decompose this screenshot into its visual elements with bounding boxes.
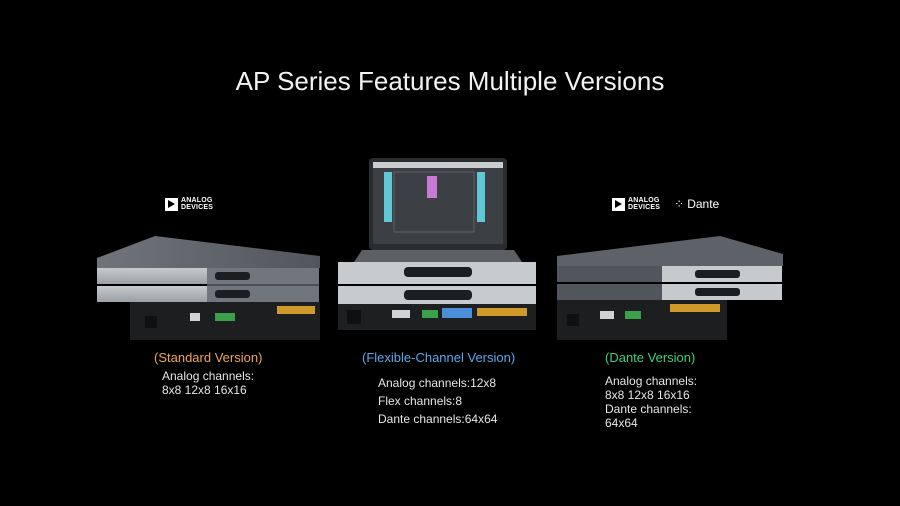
dante-text: Dante: [687, 197, 720, 211]
standard-version-specs: Analog channels: 8x8 12x8 16x16: [162, 369, 254, 397]
analog-devices-icon: [165, 197, 178, 211]
standard-version-caption: (Standard Version): [154, 350, 263, 365]
dante-version-specs: Analog channels: 8x8 12x8 16x16 Dante ch…: [605, 374, 697, 430]
adi-line2: DEVICES: [628, 204, 661, 211]
flexible-device-image: [338, 158, 536, 330]
adi-line2: DEVICES: [181, 204, 214, 211]
page-title: AP Series Features Multiple Versions: [235, 66, 665, 96]
analog-devices-logo-right: ANALOG DEVICES ⁘ Dante: [612, 197, 719, 211]
analog-devices-logo-left: ANALOG DEVICES: [165, 197, 213, 211]
spec-line: Analog channels:12x8: [378, 376, 497, 390]
analog-devices-icon: [612, 197, 625, 211]
dante-device-image: [557, 236, 783, 340]
spec-line: 8x8 12x8 16x16: [605, 388, 690, 402]
spec-line: 64x64: [605, 416, 638, 430]
spec-line: 8x8 12x8 16x16: [162, 383, 247, 397]
dante-dots-icon: ⁘: [674, 197, 685, 211]
spec-line: Analog channels:: [605, 374, 698, 388]
spec-line: Dante channels:64x64: [378, 412, 498, 426]
adi-line1: ANALOG: [181, 197, 213, 204]
flexible-version-caption: (Flexible-Channel Version): [362, 350, 516, 365]
standard-device-image: [97, 236, 320, 340]
flexible-version-specs: Analog channels:12x8 Flex channels:8 Dan…: [378, 374, 497, 428]
spec-line: Flex channels:8: [378, 394, 463, 408]
spec-line: Dante channels:: [605, 402, 692, 416]
dante-logo: ⁘ Dante: [674, 197, 719, 211]
spec-line: Analog channels:: [162, 369, 255, 383]
adi-line1: ANALOG: [628, 197, 660, 204]
dante-version-caption: (Dante Version): [605, 350, 696, 365]
